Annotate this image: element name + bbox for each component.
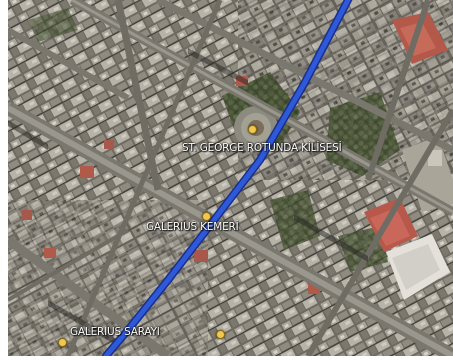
rotunda-marker-icon[interactable] [248, 125, 257, 134]
place-label-sarayi: GALERIUS SARAYI [70, 326, 160, 338]
place-label-kemeri: GALERIUS KEMERİ [146, 221, 239, 233]
kemeri-marker-icon[interactable] [202, 212, 211, 221]
place-label-rotunda: ST. GEORGE ROTUNDA KİLİSESİ [182, 142, 342, 154]
satellite-imagery [8, 0, 453, 356]
sarayi-marker-icon[interactable] [58, 338, 67, 347]
route-line-inner [103, 0, 351, 356]
satellite-map[interactable]: ST. GEORGE ROTUNDA KİLİSESİ GALERIUS KEM… [8, 0, 453, 356]
route-marker-icon[interactable] [216, 330, 225, 339]
